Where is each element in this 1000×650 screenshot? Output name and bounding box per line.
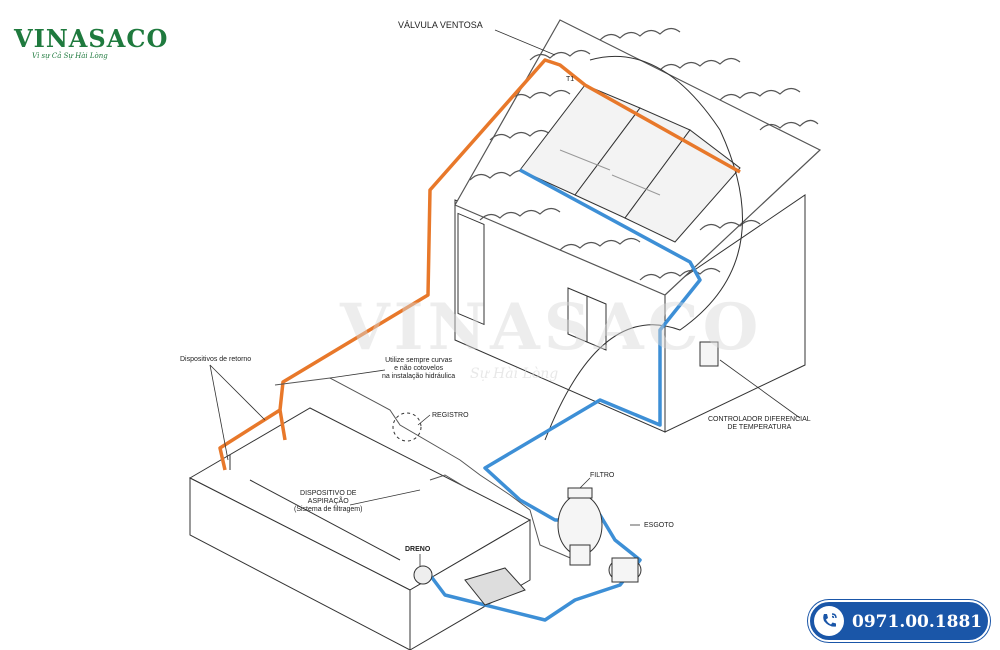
label-aspiracao-line-1: DISPOSITIVO DE: [300, 490, 357, 497]
phone-icon: [814, 606, 844, 636]
brand-tagline: Vì sự Cả Sự Hài Lòng: [32, 52, 108, 60]
label-t1: T1: [566, 76, 575, 83]
label-aspiracao: DISPOSITIVO DE ASPIRAÇÃO (Sistema de fil…: [294, 490, 362, 514]
watermark-name: VINASACO: [340, 290, 763, 365]
pool: [188, 407, 532, 650]
call-button[interactable]: 0971.00.1881: [808, 600, 990, 642]
house-door: [457, 212, 485, 326]
filter-tank: [557, 487, 603, 566]
label-valvula-ventosa: VÁLVULA VENTOSA: [398, 20, 483, 30]
drain: [413, 565, 433, 585]
pump: [608, 557, 642, 583]
label-aspiracao-line-3: (Sistema de filtragem): [294, 506, 363, 513]
label-esgoto: ESGOTO: [644, 522, 674, 529]
hot-water-pipe: [218, 58, 741, 471]
label-registro: REGISTRO: [432, 412, 469, 419]
watermark-tagline: Sự Hài Lòng: [470, 366, 559, 382]
label-controlador-line-2: DE TEMPERATURA: [727, 424, 792, 431]
registro-circle: [392, 412, 422, 442]
label-aspiracao-line-2: ASPIRAÇÃO: [307, 498, 349, 505]
brand-logo[interactable]: VINASACO Vì sự Cả Sự Hài Lòng: [6, 8, 167, 60]
label-controlador-line-1: CONTROLADOR DIFERENCIAL: [708, 416, 811, 423]
solar-panels: [519, 84, 741, 243]
phone-number: 0971.00.1881: [852, 612, 983, 632]
label-curvas-line-3: na instalação hidráulica: [382, 373, 456, 380]
label-curvas-line-1: Utilize sempre curvas: [385, 357, 453, 364]
sun-arc: [544, 55, 743, 441]
solar-panel-3: [624, 129, 741, 243]
label-retorno: Dispositivos de retorno: [180, 356, 252, 363]
label-curvas: Utilize sempre curvas e não cotovelos na…: [382, 357, 455, 381]
skimmer: [413, 565, 526, 606]
suction-pipe: [274, 377, 576, 561]
temperature-controller: [699, 341, 719, 367]
label-dreno: DRENO: [405, 546, 431, 553]
label-controlador: CONTROLADOR DIFERENCIAL DE TEMPERATURA: [708, 416, 811, 432]
label-filtro: FILTRO: [590, 472, 615, 479]
brand-name: VINASACO: [14, 24, 169, 53]
label-curvas-line-2: e não cotovelos: [394, 365, 444, 372]
house-window: [567, 287, 607, 351]
